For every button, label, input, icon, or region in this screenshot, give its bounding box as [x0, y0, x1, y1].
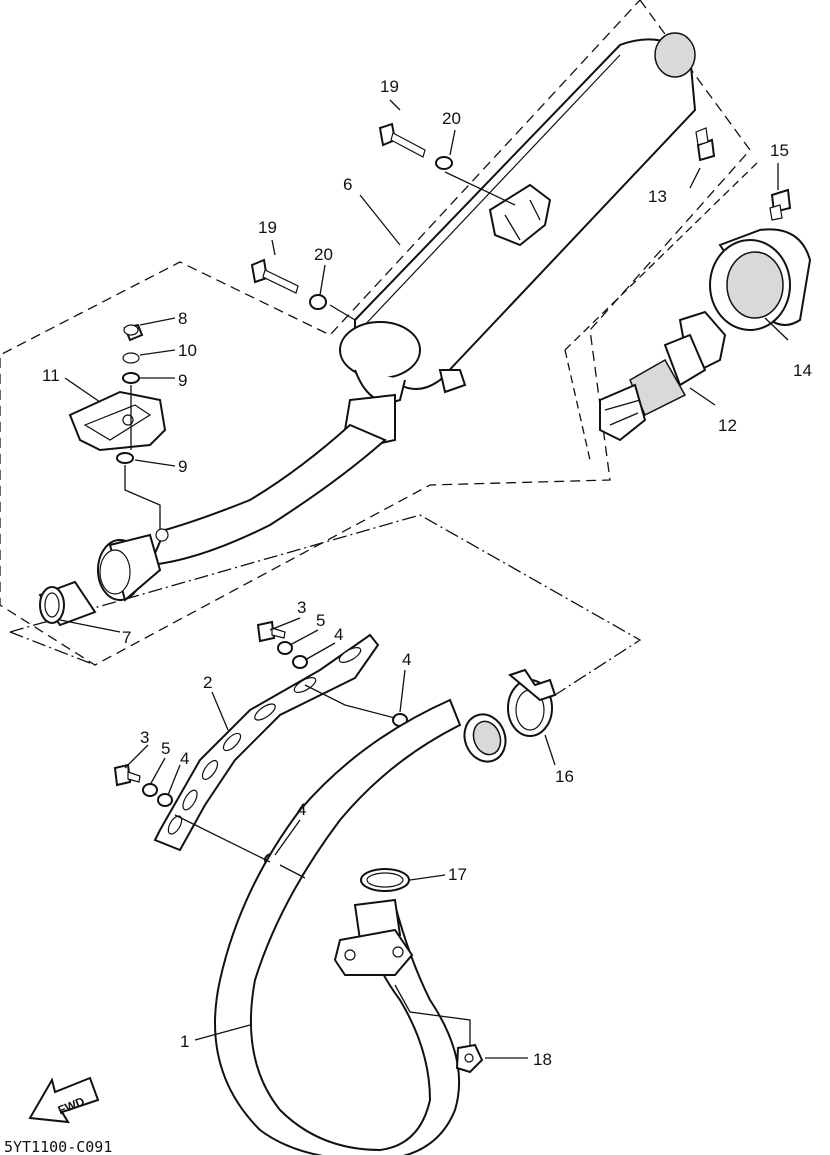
callout-4-upper: 4 [334, 625, 343, 644]
callout-9-lower: 9 [178, 457, 187, 476]
bolt-8 [123, 323, 144, 342]
callout-14: 14 [793, 361, 812, 380]
exhaust-pipe-1 [214, 698, 507, 1155]
callout-18: 18 [533, 1050, 552, 1069]
callout-16: 16 [555, 767, 574, 786]
bolt-13 [695, 127, 716, 162]
grommet-4-lower [157, 793, 173, 807]
washer-9-upper [122, 372, 140, 384]
callout-19-upper: 19 [380, 77, 399, 96]
nut-18 [455, 1043, 484, 1074]
screw-15 [769, 188, 792, 221]
callout-7: 7 [122, 628, 131, 647]
callout-4-lower: 4 [180, 749, 189, 768]
callout-8: 8 [178, 309, 187, 328]
callout-20-upper: 20 [442, 109, 461, 128]
callout-3-lower: 3 [140, 728, 149, 747]
callout-15: 15 [770, 141, 789, 160]
tail-group-outline [564, 159, 761, 461]
bolt-19-lower [250, 258, 299, 294]
callout-9-upper: 9 [178, 371, 187, 390]
leader-lines [59, 99, 789, 1059]
bolt-19-upper [378, 122, 426, 158]
callout-5-lower: 5 [161, 739, 170, 758]
callout-2: 2 [203, 673, 212, 692]
callout-4-right: 4 [402, 650, 411, 669]
callout-3-upper: 3 [297, 598, 306, 617]
washer-20-lower [309, 294, 327, 310]
drawing-code: 5YT1100-C091 [4, 1138, 112, 1155]
fwd-arrow-icon: FWD [28, 1076, 100, 1124]
washer-9-lower [116, 452, 134, 464]
callout-17: 17 [448, 865, 467, 884]
gasket-7 [38, 580, 97, 627]
callout-1: 1 [180, 1032, 189, 1051]
callout-6: 6 [343, 175, 352, 194]
callout-4-bottom: 4 [297, 800, 306, 819]
bolt-3-lower [113, 763, 141, 787]
callout-12: 12 [718, 416, 737, 435]
pipe-flange [333, 928, 414, 976]
protector-group-outline [9, 514, 642, 696]
washer-5-upper [277, 641, 293, 655]
callout-20-lower: 20 [314, 245, 333, 264]
washer-10 [122, 352, 140, 364]
bolt-3-upper [256, 620, 286, 643]
grommet-4-upper [292, 655, 308, 669]
washer-20-upper [435, 156, 453, 170]
end-cap-14 [709, 228, 812, 331]
muffler [339, 32, 697, 403]
spark-arrester-12 [599, 310, 727, 442]
callout-11: 11 [42, 366, 60, 385]
heat-protector-2 [153, 633, 380, 852]
callout-5-upper: 5 [316, 611, 325, 630]
washer-5-lower [142, 783, 158, 797]
bracket-11 [68, 390, 167, 452]
protector-group-outline-lower [9, 631, 96, 666]
callout-10: 10 [178, 341, 197, 360]
callout-13: 13 [648, 187, 667, 206]
gasket-17 [360, 868, 410, 892]
muffler-inlet-pipe [97, 393, 396, 602]
callout-19-lower: 19 [258, 218, 277, 237]
clamp-16 [507, 668, 557, 737]
